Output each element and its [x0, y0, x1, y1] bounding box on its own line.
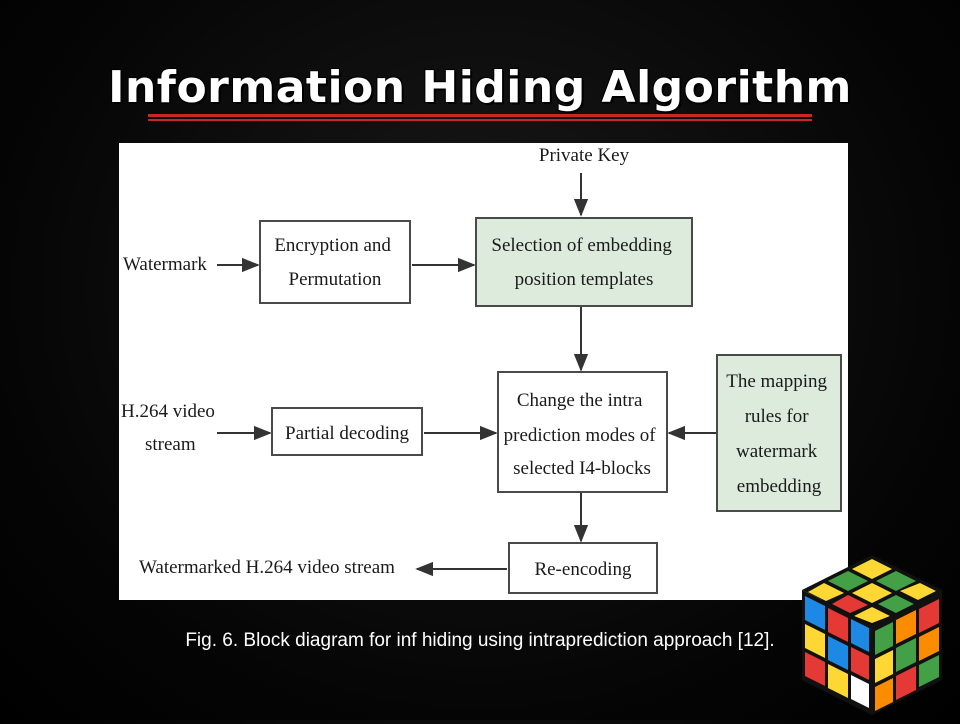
selection-box-label: Selection of embedding position template…: [491, 235, 676, 290]
rubiks-cube-icon: [782, 545, 960, 720]
selection-box: Selection of embedding position template…: [475, 217, 693, 307]
block-diagram: Encryption and Permutation Selection of …: [121, 145, 842, 594]
output-label: Watermarked H.264 video stream: [139, 557, 395, 578]
title-underline-second: [148, 119, 812, 121]
slide-title: Information Hiding Algorithm: [108, 62, 852, 113]
change-modes-box: Change the intra prediction modes of sel…: [497, 371, 668, 493]
title-underline: [148, 114, 812, 117]
encryption-box-label: Encryption and Permutation: [274, 235, 395, 290]
h264-input-label: H.264 video stream: [121, 401, 220, 455]
change-modes-label: Change the intra prediction modes of sel…: [504, 390, 661, 479]
partial-decoding-box: Partial decoding: [271, 407, 423, 456]
private-key-label: Private Key: [539, 145, 630, 166]
partial-decoding-label: Partial decoding: [285, 423, 409, 444]
mapping-rules-box: The mapping rules for watermark embeddin…: [716, 354, 842, 512]
re-encoding-box: Re-encoding: [508, 542, 658, 594]
watermark-label: Watermark: [123, 254, 207, 275]
encryption-box: Encryption and Permutation: [259, 220, 411, 304]
re-encoding-label: Re-encoding: [534, 559, 632, 580]
block-diagram-figure: Encryption and Permutation Selection of …: [119, 143, 848, 600]
mapping-rules-label: The mapping rules for watermark embeddin…: [726, 371, 832, 497]
figure-caption: Fig. 6. Block diagram for inf hiding usi…: [185, 630, 775, 651]
